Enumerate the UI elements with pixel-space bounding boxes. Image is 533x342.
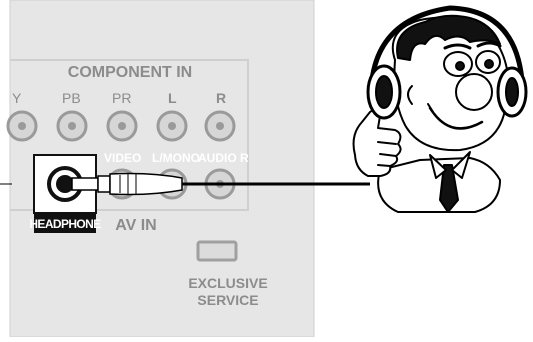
headphone-plug: [71, 172, 183, 196]
headphone-label: HEADPHONE: [29, 217, 101, 231]
label-audio-r: AUDIO R: [198, 151, 249, 165]
headphone-jack-block: HEADPHONE: [29, 154, 102, 233]
label-pr: PR: [112, 90, 131, 106]
plug-body: [109, 172, 183, 196]
rear-panel: COMPONENT IN Y PB PR L R VIDEO L/MONO AU…: [6, 0, 315, 338]
component-in-title: COMPONENT IN: [68, 64, 192, 81]
smile: [428, 106, 484, 130]
label-pb: PB: [62, 90, 81, 106]
plug-tip: [71, 177, 99, 191]
cartoon-man-illustration: [352, 5, 528, 213]
thumbs-up-hand: [352, 108, 402, 177]
exclusive-label-line1: EXCLUSIVE: [188, 275, 267, 291]
headphone-band: [369, 5, 525, 83]
exclusive-label-line2: SERVICE: [197, 292, 258, 308]
nose: [455, 73, 493, 111]
label-y: Y: [12, 90, 22, 106]
torso: [377, 157, 501, 213]
exclusive-service: EXCLUSIVE SERVICE: [188, 240, 268, 308]
component-section-frame: [10, 59, 249, 211]
label-l: L: [168, 90, 177, 106]
label-r: R: [216, 90, 226, 106]
label-video: VIDEO: [104, 151, 141, 165]
tie: [439, 164, 459, 213]
component-jacks: [6, 110, 236, 142]
exclusive-service-port: [196, 240, 238, 262]
av-in-label: AV IN: [115, 217, 156, 234]
hair: [396, 14, 501, 61]
label-lmono: L/MONO: [152, 151, 200, 165]
headphone-label-bg: [34, 213, 96, 233]
